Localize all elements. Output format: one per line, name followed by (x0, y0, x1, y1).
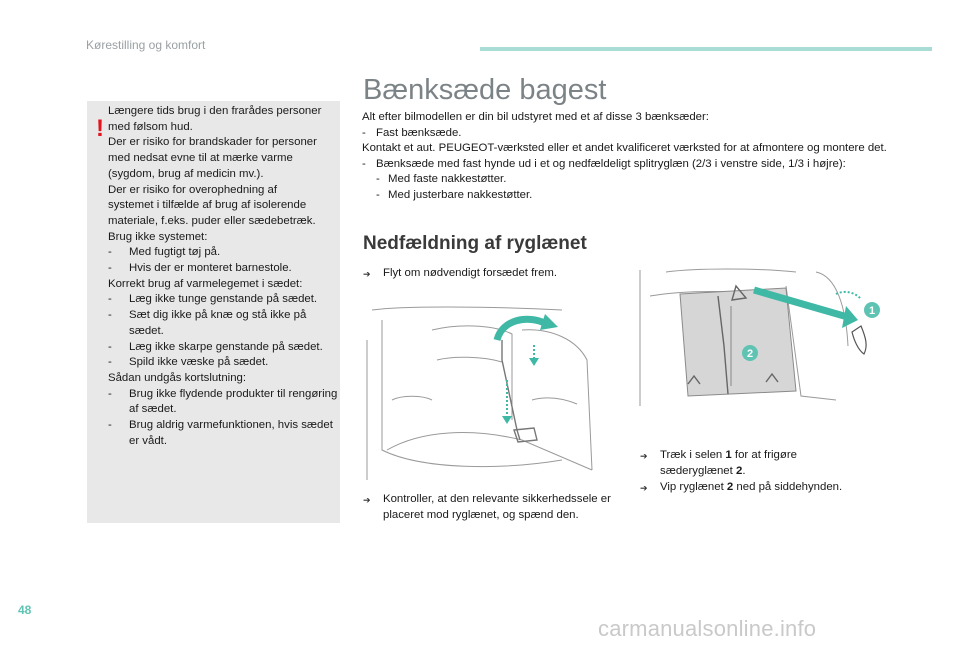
bullet-dash: - (108, 309, 112, 322)
intro-bullet: -Bænksæde med fast hynde ud i et og nedf… (362, 157, 894, 173)
bullet-dash: - (108, 262, 112, 275)
bullet-dash: - (108, 387, 112, 400)
bullet-text: Hvis der er monteret barnestole. (129, 262, 292, 275)
warning-line: Sådan undgås kortslutning: (108, 371, 247, 384)
warning-line: Længere tids brug i den frarådes persone… (108, 105, 322, 117)
step-text: Vip ryglænet 2 ned på siddehynden. (660, 481, 843, 493)
warning-bullet: - Med fugtigt tøj på. (108, 245, 338, 261)
warning-icon: ! (96, 115, 104, 142)
intro-line: Alt efter bilmodellen er din bil udstyre… (362, 111, 709, 123)
step-arrow-icon: ➔ (640, 451, 648, 461)
watermark: carmanualsonline.info (598, 616, 817, 641)
warning-line: (sygdom, brug af medicin mv.). (108, 167, 264, 180)
warning-line: Der er risiko for overophedning af (108, 183, 278, 196)
step-text: Flyt om nødvendigt forsædet frem. (383, 267, 558, 279)
step-arrow-icon: ➔ (640, 483, 648, 493)
intro-line: Kontakt et aut. PEUGEOT-værksted eller e… (362, 142, 887, 155)
warning-line: med følsom hud. (108, 120, 193, 133)
page-number: 48 (18, 603, 32, 617)
bullet-text: Brug aldrig varmefunktionen, hvis sædet … (129, 419, 333, 447)
step-arrow-icon: ➔ (363, 269, 371, 279)
bullet-text: Læg ikke skarpe genstande på sædet. (129, 340, 323, 353)
warning-bullet: - Brug ikke flydende produkter til rengør… (108, 387, 338, 418)
seat-belt-illustration (362, 300, 612, 482)
warning-bullet: - Sæt dig ikke på knæ og stå ikke på sæde… (108, 308, 338, 339)
callout-1-badge (864, 302, 880, 318)
bullet-text: Spild ikke væske på sædet. (129, 356, 269, 369)
step-move-front-seat: ➔ Flyt om nødvendigt forsædet frem. (363, 266, 623, 283)
warning-line: med nedsat evne til at mærke varme (108, 152, 293, 165)
warning-line: systemet i tilfælde af brug af isolerend… (108, 199, 307, 212)
bullet-dash: - (376, 173, 380, 186)
bullet-text: Bænksæde med fast hynde ud i et og nedfæ… (376, 157, 846, 170)
bullet-dash: - (108, 340, 112, 353)
warning-line: Brug ikke systemet: (108, 230, 208, 243)
intro-sub: -Med justerbare nakkestøtter. (362, 188, 894, 204)
callout-1-label: 1 (869, 305, 875, 317)
bullet-text: Læg ikke tunge genstande på sædet. (129, 293, 318, 306)
warning-bullet: - Læg ikke tunge genstande på sædet. (108, 292, 338, 308)
step-text: Kontroller, at den relevante sikkerhedss… (383, 493, 611, 521)
bullet-text: Sæt dig ikke på knæ og stå ikke på sædet… (129, 309, 307, 337)
warning-line: Korrekt brug af varmelegemet i sædet: (108, 277, 303, 290)
bullet-dash: - (108, 246, 112, 259)
warning-bullet: - Brug aldrig varmefunktionen, hvis sædet… (108, 418, 338, 449)
bullet-dash: - (108, 293, 112, 306)
section-title: Nedfældning af ryglænet (363, 233, 587, 254)
page-title: Bænksæde bagest (363, 74, 607, 106)
split-backrest-illustration: 1 2 (636, 266, 884, 408)
rotate-arrow-icon (493, 315, 549, 342)
step-check-belt: ➔ Kontroller, at den relevante sikkerhed… (363, 492, 623, 523)
header-accent-bar (480, 47, 932, 51)
intro-sub: -Med faste nakkestøtter. (362, 172, 894, 188)
callout-2-badge (742, 345, 758, 361)
bullet-text: Med fugtigt tøj på. (129, 246, 221, 259)
warning-text: Længere tids brug i den frarådes persone… (108, 104, 338, 449)
warning-line: materiale, f.eks. puder eller sædebetræk… (108, 214, 316, 227)
intro-text: Alt efter bilmodellen er din bil udstyre… (362, 110, 894, 204)
step-text: Træk i selen 1 for at frigøre sæderyglæn… (660, 449, 797, 477)
warning-line: Der er risiko for brandskader for person… (108, 136, 317, 149)
step-pull-belt: ➔ Træk i selen 1 for at frigøre sæderygl… (640, 448, 880, 479)
warning-bullet: - Læg ikke skarpe genstande på sædet. (108, 340, 338, 356)
bullet-dash: - (108, 419, 112, 432)
warning-bullet: - Spild ikke væske på sædet. (108, 355, 338, 371)
step-fold-backrest: ➔ Vip ryglænet 2 ned på siddehynden. (640, 480, 900, 497)
warning-bullet: - Hvis der er monteret barnestole. (108, 261, 338, 277)
bullet-dash: - (376, 188, 380, 201)
bullet-dash: - (108, 356, 112, 369)
bullet-text: Brug ikke flydende produkter til rengøri… (129, 387, 338, 416)
warning-box (87, 101, 340, 523)
callout-2-label: 2 (747, 348, 753, 360)
intro-bullet: -Fast bænksæde. (362, 126, 894, 142)
bullet-dash: - (362, 126, 366, 139)
running-header: Kørestilling og komfort (86, 38, 206, 52)
bullet-text: Med faste nakkestøtter. (388, 173, 507, 186)
pull-arrow-icon (753, 286, 852, 322)
bullet-text: Med justerbare nakkestøtter. (388, 188, 533, 201)
bullet-dash: - (362, 157, 366, 170)
step-arrow-icon: ➔ (363, 495, 371, 505)
bullet-text: Fast bænksæde. (376, 126, 462, 139)
